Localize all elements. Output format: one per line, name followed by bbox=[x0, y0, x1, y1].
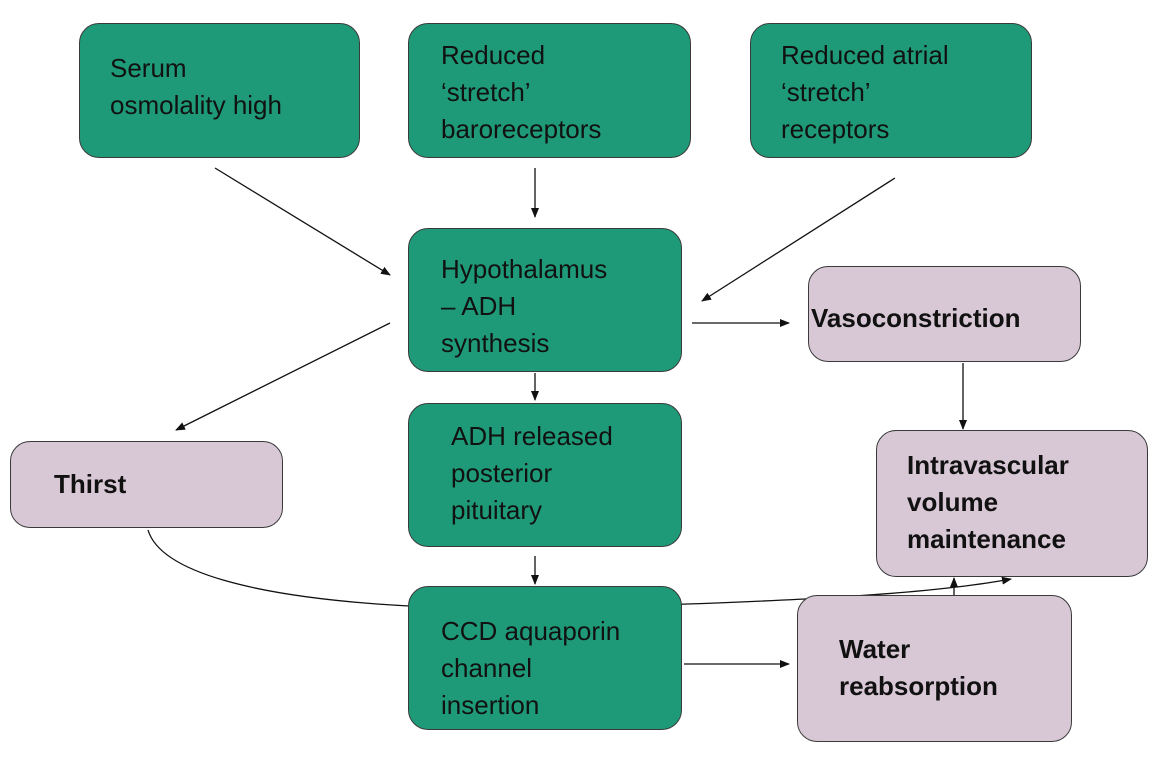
node-intravascular-volume: Intravascular volume maintenance bbox=[876, 430, 1148, 577]
node-vasoconstriction: Vasoconstriction bbox=[808, 266, 1081, 362]
node-label: Water reabsorption bbox=[839, 634, 998, 701]
node-label: Reduced ‘stretch’ baroreceptors bbox=[441, 40, 602, 144]
node-label: Vasoconstriction bbox=[811, 303, 1021, 333]
node-label: Reduced atrial ‘stretch’ receptors bbox=[781, 40, 949, 144]
node-label: ADH released posterior pituitary bbox=[451, 421, 613, 525]
node-water-reabsorption: Water reabsorption bbox=[797, 595, 1072, 742]
node-label: Thirst bbox=[54, 469, 127, 499]
arrow-hypothalamus-to-thirst bbox=[175, 322, 391, 431]
node-ccd-aquaporin: CCD aquaporin channel insertion bbox=[408, 586, 682, 730]
node-label: Hypothalamus – ADH synthesis bbox=[441, 254, 608, 358]
arrow-serum-to-hypothalamus bbox=[214, 167, 391, 276]
node-hypothalamus: Hypothalamus – ADH synthesis bbox=[408, 228, 682, 372]
node-label: Serum osmolality high bbox=[110, 53, 282, 120]
node-label: Intravascular volume maintenance bbox=[907, 450, 1069, 554]
node-atrial-receptors: Reduced atrial ‘stretch’ receptors bbox=[750, 23, 1032, 158]
node-baroreceptors: Reduced ‘stretch’ baroreceptors bbox=[408, 23, 691, 158]
node-label: CCD aquaporin channel insertion bbox=[441, 616, 621, 720]
node-thirst: Thirst bbox=[10, 441, 283, 528]
node-serum-osmolality: Serum osmolality high bbox=[79, 23, 360, 158]
node-adh-released: ADH released posterior pituitary bbox=[408, 403, 682, 547]
